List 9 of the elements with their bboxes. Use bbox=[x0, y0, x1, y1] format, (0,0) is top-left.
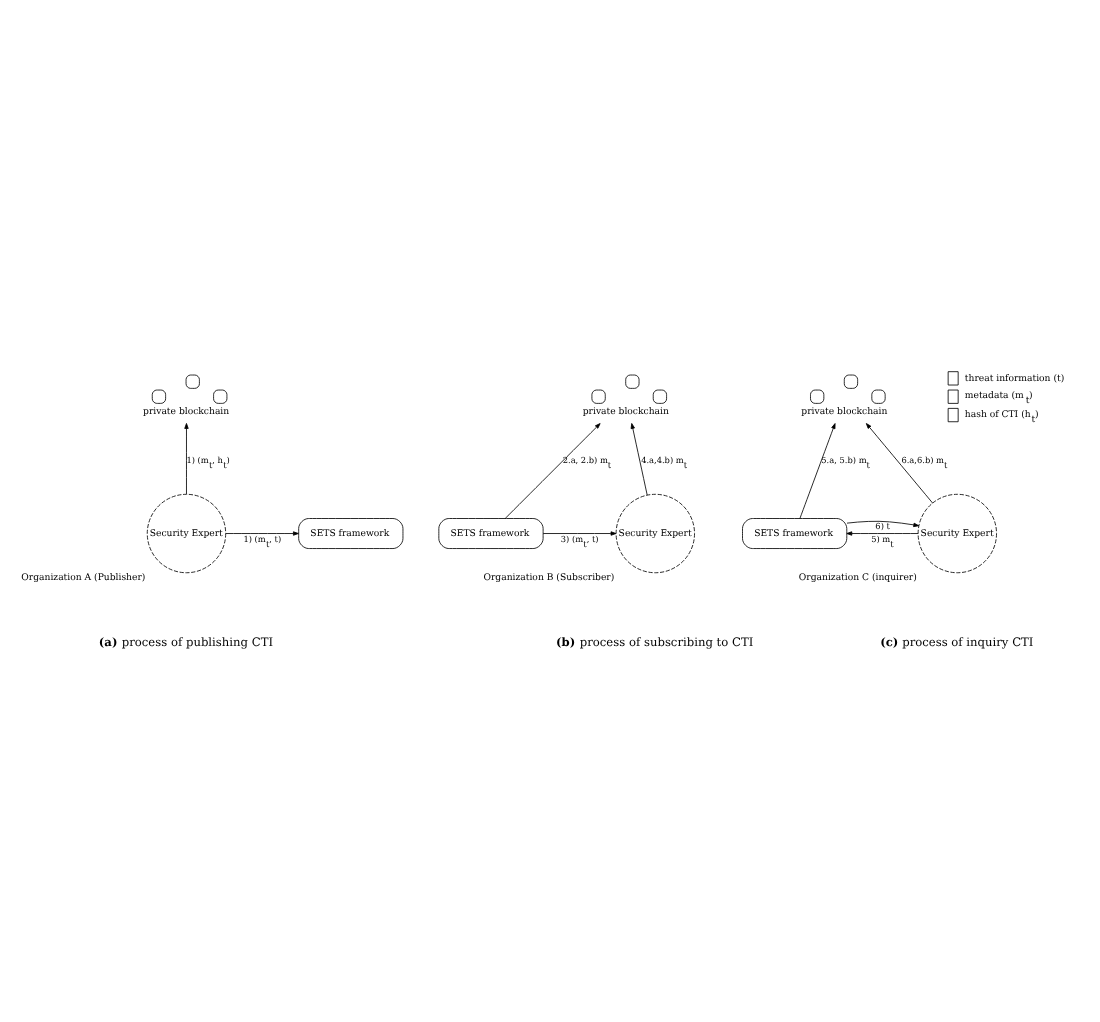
arrow bbox=[504, 423, 601, 519]
arrow bbox=[865, 423, 934, 504]
arrow bbox=[225, 531, 299, 536]
arrow bbox=[542, 531, 617, 536]
arrow bbox=[846, 520, 920, 528]
arrow bbox=[846, 531, 919, 536]
arrow bbox=[630, 423, 648, 496]
arrow bbox=[184, 423, 189, 495]
arrow bbox=[799, 423, 836, 519]
